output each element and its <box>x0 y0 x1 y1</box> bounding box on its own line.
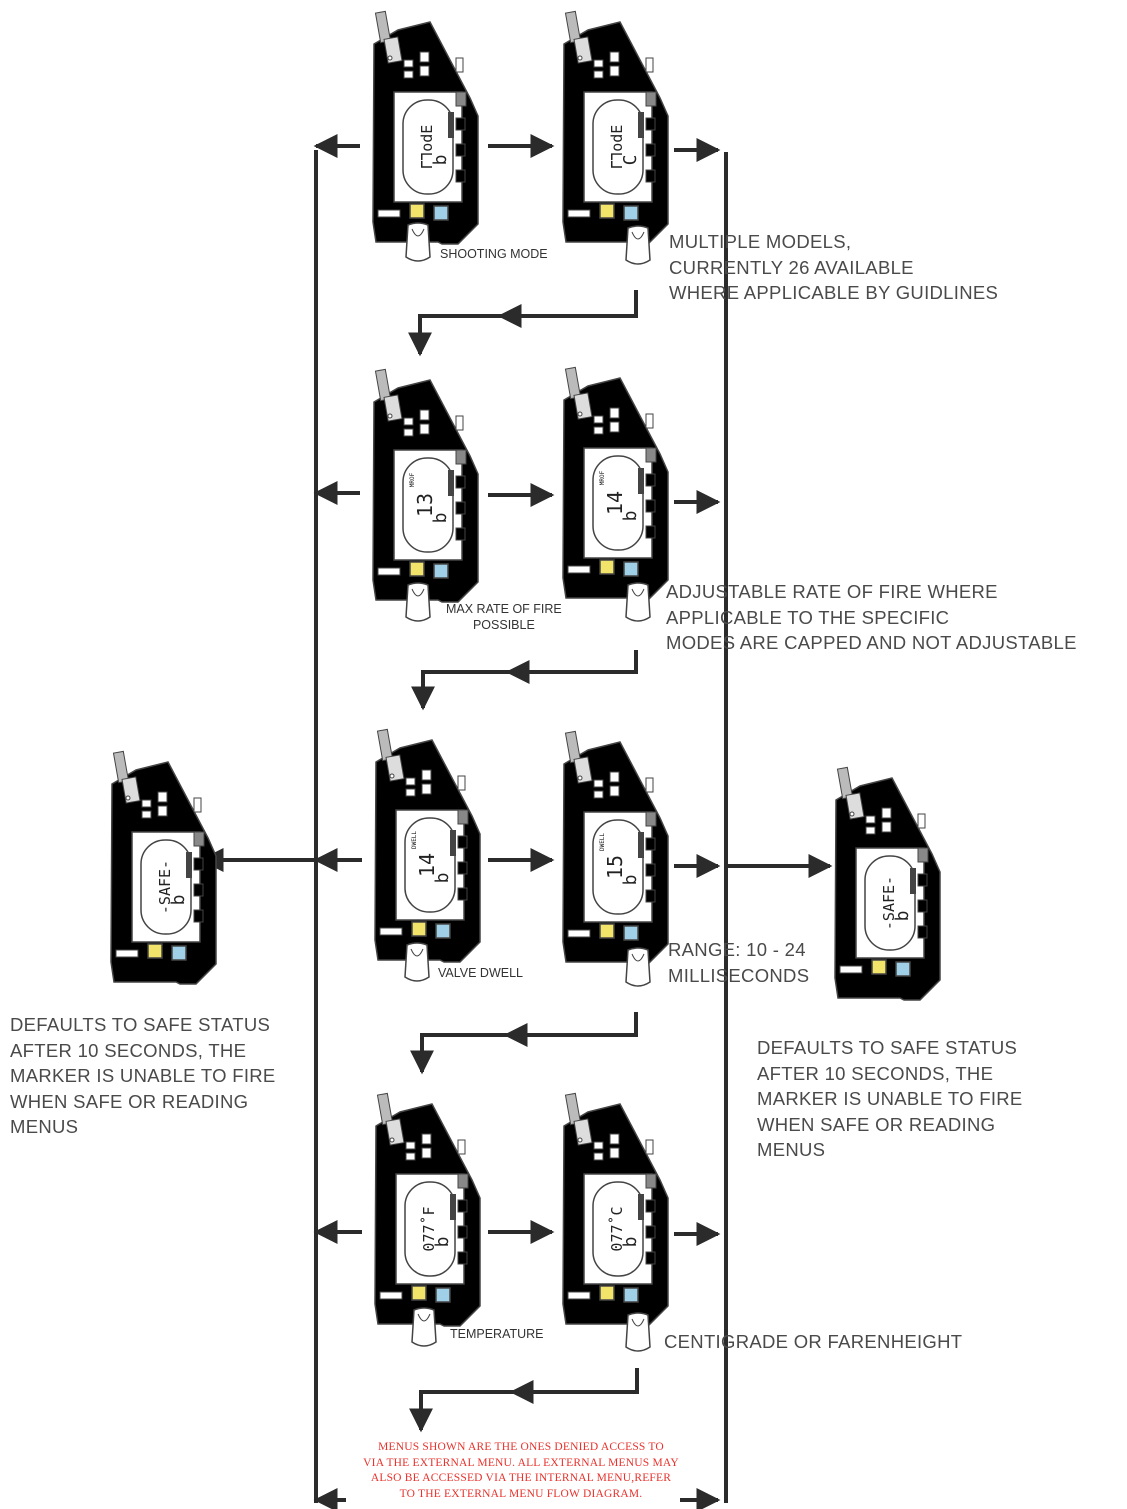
trigger-icon <box>625 947 651 987</box>
note-safe-right: DEFAULTS TO SAFE STATUS AFTER 10 SECONDS… <box>757 1035 1023 1163</box>
device-dwell-blue: .dv5 .body{fill:#b9e6e2} .dv5 .b1{fill:#… <box>562 730 669 965</box>
caption-max-rof: MAX RATE OF FIRE POSSIBLE <box>446 601 562 633</box>
device-rof-blue: .dv3 .body{fill:#b9e6e2} .dv3 .b1{fill:#… <box>562 366 669 601</box>
screen-mode-letter: C <box>620 155 641 166</box>
note-line: MULTIPLE MODELS, <box>669 231 852 252</box>
screen-mode-letter: b <box>432 1237 453 1248</box>
device-body <box>372 368 479 603</box>
trigger-icon <box>625 582 651 622</box>
footer-line: TO THE EXTERNAL MENU FLOW DIAGRAM. <box>399 1487 643 1500</box>
note-line: AFTER 10 SECONDS, THE <box>10 1039 247 1061</box>
note-line: WHEN SAFE OR READING <box>757 1113 996 1135</box>
device-safe-right: .dv9 .body{fill:#ffffff} .dv9 .b1{fill:#… <box>834 766 941 1001</box>
screen-value: -SAFE- <box>156 860 174 914</box>
device-safe-left: .dv8 .body{fill:#ffffff} .dv8 .b1{fill:#… <box>110 750 217 985</box>
footer-line: ALSO BE ACCESSED VIA THE INTERNAL MENU,R… <box>370 1472 672 1484</box>
note-line: AFTER 10 SECONDS, THE <box>757 1062 994 1084</box>
note-line: DEFAULTS TO SAFE STATUS <box>10 1014 271 1035</box>
trigger-icon <box>625 225 651 265</box>
note-line: MARKER IS UNABLE TO FIRE <box>757 1088 1023 1109</box>
note-line: WHERE APPLICABLE BY GUIDLINES <box>669 282 999 303</box>
screen-value: 13 <box>413 493 437 517</box>
note-line: MODES ARE CAPPED AND NOT ADJUSTABLE <box>666 632 1077 653</box>
note-line: RANGE: 10 - 24 <box>668 939 806 960</box>
trigger-icon <box>625 1312 651 1352</box>
screen-mode-letter: b <box>430 155 451 166</box>
note-line: ADJUSTABLE RATE OF FIRE WHERE <box>666 581 998 602</box>
note-rate-of-fire: ADJUSTABLE RATE OF FIRE WHERE APPLICABLE… <box>666 579 1077 656</box>
note-line: CENTIGRADE OR FARENHEIGHT <box>664 1331 963 1352</box>
device-temp-yellow: .dv6 .body{fill:#f4ee55} .dv6 .b1{fill:#… <box>374 1092 481 1327</box>
device-body <box>562 366 669 601</box>
caption-valve-dwell: VALVE DWELL <box>438 966 523 980</box>
footer-line: MENUS SHOWN ARE THE ONES DENIED ACCESS T… <box>378 1441 664 1453</box>
device-dwell-yellow: .dv4 .body{fill:#f4ee55} .dv4 .b1{fill:#… <box>374 728 481 963</box>
caption-shooting-mode: SHOOTING MODE <box>440 247 548 261</box>
screen-label: DWELL <box>599 833 606 851</box>
screen-label: DWELL <box>411 831 418 849</box>
screen-mode-letter: b <box>430 513 451 524</box>
screen-value: 077˚C <box>608 1206 626 1251</box>
trigger-icon <box>404 942 430 982</box>
screen-value: ᒥᒣodE <box>608 125 626 170</box>
screen-label: MROF <box>599 470 606 485</box>
footer-note: MENUS SHOWN ARE THE ONES DENIED ACCESS T… <box>318 1440 724 1502</box>
note-safe-left: DEFAULTS TO SAFE STATUS AFTER 10 SECONDS… <box>10 1012 276 1140</box>
device-body <box>562 730 669 965</box>
device-rof-yellow: .dv2 .body{fill:#f4ee55} .dv2 .b1{fill:#… <box>372 368 479 603</box>
screen-value: 15 <box>603 855 627 879</box>
caption-max-rof-line2: POSSIBLE <box>472 618 535 632</box>
caption-temperature: TEMPERATURE <box>450 1327 544 1341</box>
note-line: MENUS <box>757 1139 826 1160</box>
device-shooting-mode-blue: .dv1 .body{fill:#b9e6e2} .dv1 .b1{fill:#… <box>562 10 669 245</box>
screen-value: ᒥᒣodE <box>418 125 436 170</box>
note-line: MARKER IS UNABLE TO FIRE <box>10 1065 276 1086</box>
trigger-icon <box>405 582 431 622</box>
note-range: RANGE: 10 - 24 MILLISECONDS <box>668 937 809 988</box>
note-temperature: CENTIGRADE OR FARENHEIGHT <box>664 1329 962 1355</box>
screen-mode-letter: b <box>892 911 913 922</box>
trigger-icon <box>405 222 431 262</box>
screen-label: MROF <box>409 472 416 487</box>
screen-mode-letter: b <box>432 873 453 884</box>
note-line: MILLISECONDS <box>668 964 810 986</box>
note-line: WHEN SAFE OR READING <box>10 1090 249 1112</box>
device-temp-blue: .dv7 .body{fill:#b9e6e2} .dv7 .b1{fill:#… <box>562 1092 669 1327</box>
note-multiple-models: MULTIPLE MODELS, CURRENTLY 26 AVAILABLE … <box>669 229 998 306</box>
screen-mode-letter: b <box>620 875 641 886</box>
screen-value: 077˚F <box>420 1206 438 1251</box>
screen-value: 14 <box>603 491 627 515</box>
note-line: APPLICABLE TO THE SPECIFIC <box>666 606 950 628</box>
trigger-icon <box>411 1307 437 1347</box>
note-line: DEFAULTS TO SAFE STATUS <box>757 1037 1018 1058</box>
screen-mode-letter: b <box>168 895 189 906</box>
note-line: MENUS <box>10 1116 79 1137</box>
device-body <box>374 728 481 963</box>
flow-arrows <box>199 134 833 1509</box>
caption-max-rof-line1: MAX RATE OF FIRE <box>446 602 562 616</box>
device-shooting-mode-yellow: .dv0 .body{fill:#f4ee55} .dv0 .b1{fill:#… <box>372 10 479 245</box>
screen-mode-letter: b <box>620 1237 641 1248</box>
note-line: CURRENTLY 26 AVAILABLE <box>669 256 914 278</box>
footer-line: VIA THE EXTERNAL MENU. ALL EXTERNAL MENU… <box>363 1456 679 1469</box>
screen-mode-letter: b <box>620 511 641 522</box>
screen-value: 14 <box>415 853 439 877</box>
screen-value: -SAFE- <box>880 876 898 930</box>
